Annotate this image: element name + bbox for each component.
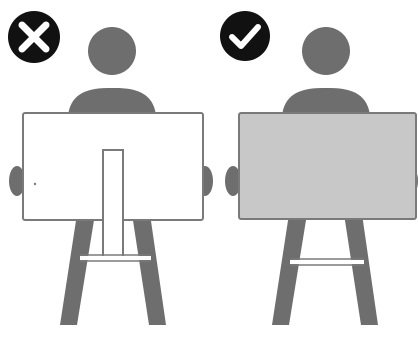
panel-incorrect [8,11,213,325]
head-left [88,27,136,75]
monitor-stand-left [103,150,123,258]
head-right [302,27,350,75]
monitor-right [239,113,416,265]
cross-in-circle-icon [8,11,60,63]
left-leg-right [272,214,307,325]
monitor-back-right [239,113,416,219]
right-leg-left [132,214,166,325]
checkmark-in-circle-icon [220,11,270,61]
monitor-left [23,113,203,261]
power-indicator-left [34,183,36,185]
panel-correct [220,11,418,325]
left-leg-left [60,214,95,325]
right-leg-right [344,214,378,325]
